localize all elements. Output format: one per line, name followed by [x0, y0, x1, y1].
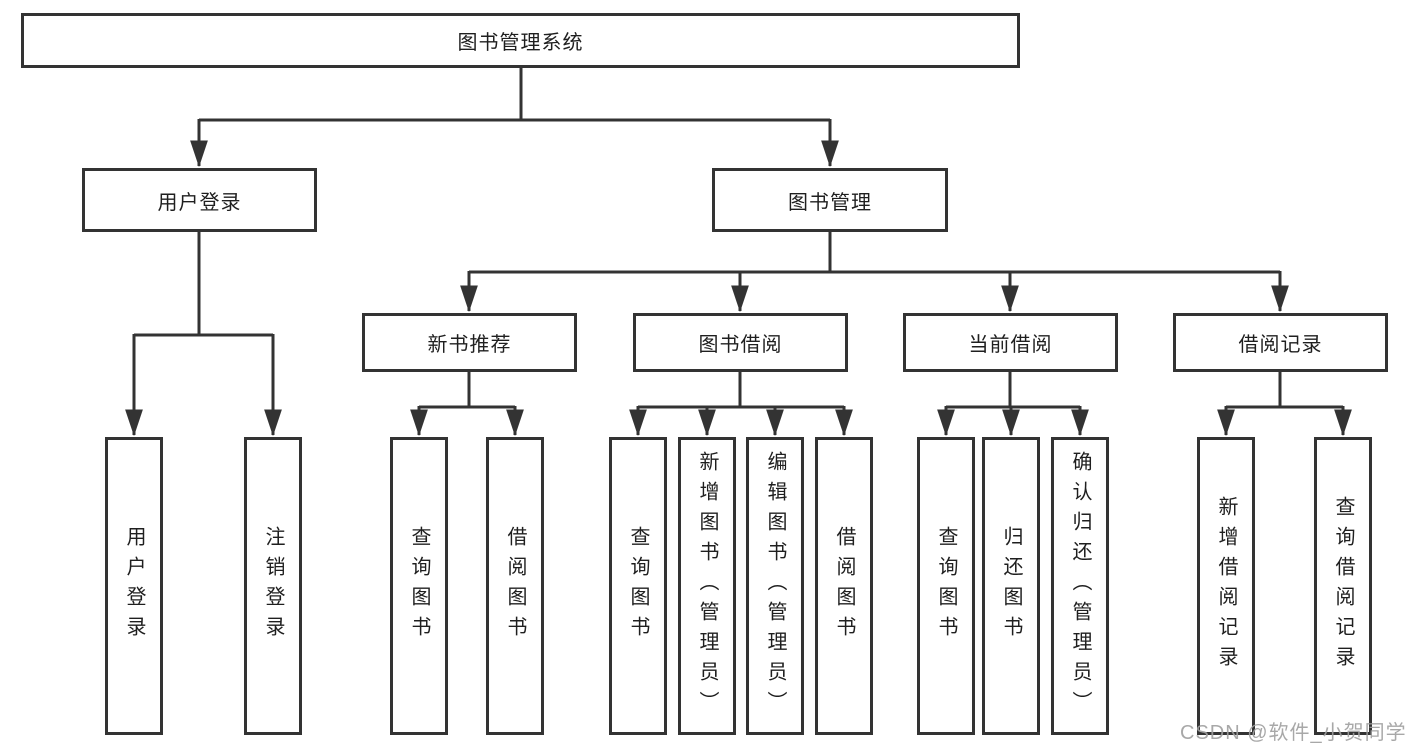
leaf-query-book-current: 查询图书 — [917, 437, 975, 735]
node-label: 用户登录 — [157, 191, 242, 214]
node-label: 查询图书 — [627, 526, 649, 646]
connector-book-management-branch — [460, 232, 1289, 313]
connector-book-borrow-branch — [629, 372, 853, 437]
node-current-borrow: 当前借阅 — [903, 313, 1118, 372]
node-root-library-system: 图书管理系统 — [21, 13, 1020, 68]
connector-root-to-level2 — [190, 68, 839, 168]
leaf-add-book-admin: 新增图书（管理员） — [678, 437, 736, 735]
leaf-add-borrow-record: 新增借阅记录 — [1197, 437, 1255, 735]
leaf-query-book-borrow: 查询图书 — [609, 437, 667, 735]
leaf-query-book-recommend: 查询图书 — [390, 437, 448, 735]
node-label: 确认归还（管理员） — [1069, 451, 1091, 721]
leaf-confirm-return-admin: 确认归还（管理员） — [1051, 437, 1109, 735]
node-label: 查询借阅记录 — [1332, 496, 1354, 676]
leaf-logout: 注销登录 — [244, 437, 302, 735]
node-label: 新增图书（管理员） — [696, 451, 718, 721]
node-user-login: 用户登录 — [82, 168, 317, 232]
leaf-borrow-book: 借阅图书 — [815, 437, 873, 735]
node-label: 图书借阅 — [698, 334, 783, 356]
leaf-edit-book-admin: 编辑图书（管理员） — [746, 437, 804, 735]
node-label: 图书管理 — [788, 191, 872, 214]
node-label: 借阅图书 — [833, 526, 855, 646]
node-label: 图书管理系统 — [457, 32, 584, 54]
node-label: 用户登录 — [123, 526, 145, 646]
node-label: 编辑图书（管理员） — [764, 451, 786, 721]
connector-borrow-records-branch — [1217, 372, 1352, 437]
node-label: 当前借阅 — [968, 334, 1053, 356]
leaf-borrow-book-recommend: 借阅图书 — [486, 437, 544, 735]
node-label: 新增借阅记录 — [1215, 496, 1237, 676]
leaf-return-book: 归还图书 — [982, 437, 1040, 735]
node-book-borrow: 图书借阅 — [633, 313, 848, 372]
node-label: 归还图书 — [1000, 526, 1022, 646]
node-label: 注销登录 — [262, 526, 284, 646]
leaf-query-borrow-record: 查询借阅记录 — [1314, 437, 1372, 735]
node-label: 查询图书 — [935, 526, 957, 646]
csdn-watermark: CSDN @软件_小贺同学 — [1180, 722, 1405, 744]
connector-user-login-branch — [125, 232, 282, 437]
leaf-user-login: 用户登录 — [105, 437, 163, 735]
node-book-management: 图书管理 — [712, 168, 948, 232]
connector-new-book-recommend-branch — [410, 372, 524, 437]
node-label: 借阅图书 — [504, 526, 526, 646]
node-label: 查询图书 — [408, 526, 430, 646]
node-label: 新书推荐 — [427, 334, 512, 356]
node-label: 借阅记录 — [1238, 334, 1323, 356]
connector-current-borrow-branch — [937, 372, 1089, 437]
node-borrow-records: 借阅记录 — [1173, 313, 1388, 372]
node-new-book-recommend: 新书推荐 — [362, 313, 577, 372]
